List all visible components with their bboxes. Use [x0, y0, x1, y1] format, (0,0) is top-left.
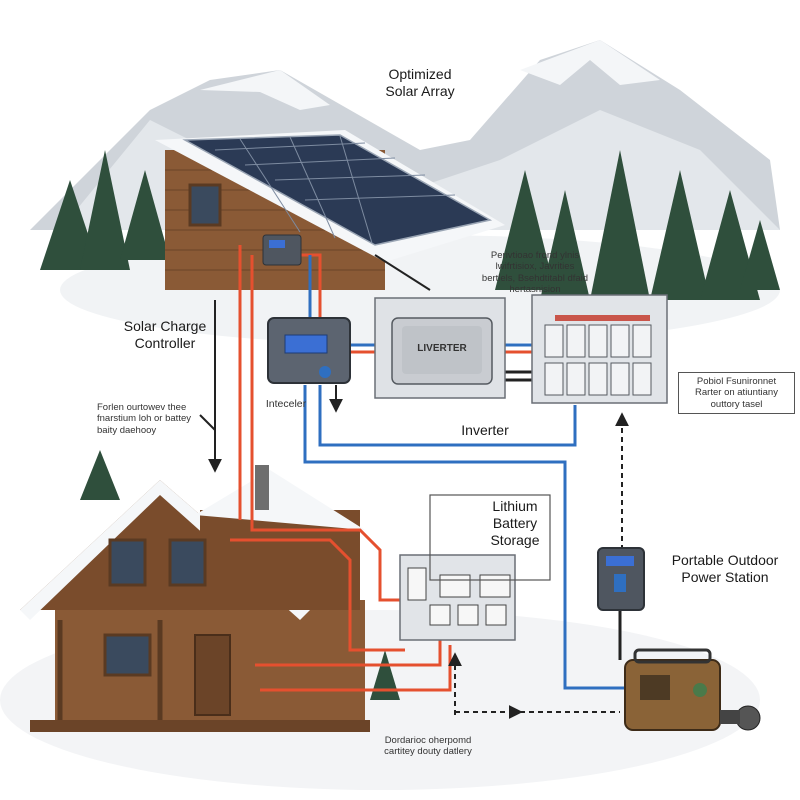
inverter-icon [374, 297, 506, 399]
interceler-label: Inteceler [265, 398, 307, 410]
right-note: Pobiol Fsunironnet Rarter on atiuntiany … [678, 372, 795, 415]
solar-array-label: Optimized Solar Array [385, 66, 455, 99]
battery-bank-icon [531, 294, 668, 404]
power-station-icon [597, 547, 645, 611]
bottom-note: Dordarioc oherpomd cartitey douty datler… [384, 735, 472, 758]
charge-controller-icon [267, 317, 351, 384]
pine-tree-icon [40, 150, 780, 300]
cabin-icon [20, 465, 370, 732]
top-note: Perivtioao frond ylnis lwifrtisiox, Javr… [481, 250, 589, 296]
inverter-device-label: LIVERTER [417, 343, 467, 354]
pine-tree-icon [80, 450, 400, 700]
breaker-panel-icon [399, 494, 551, 641]
portable-station-label: Portable Outdoor Power Station [671, 552, 779, 585]
inverter-label: Inverter [461, 422, 509, 438]
charge-controller-label: Solar Charge Controller [123, 318, 207, 351]
solar-panel-icon [182, 134, 493, 246]
arrow-icon [199, 254, 629, 719]
charge-controller-icon [262, 234, 302, 266]
lithium-battery-label: Lithium Battery Storage [490, 498, 540, 548]
power-station-icon [624, 648, 761, 731]
left-note: Forlen ourtowev thee fnarstium loh or ba… [97, 402, 191, 436]
